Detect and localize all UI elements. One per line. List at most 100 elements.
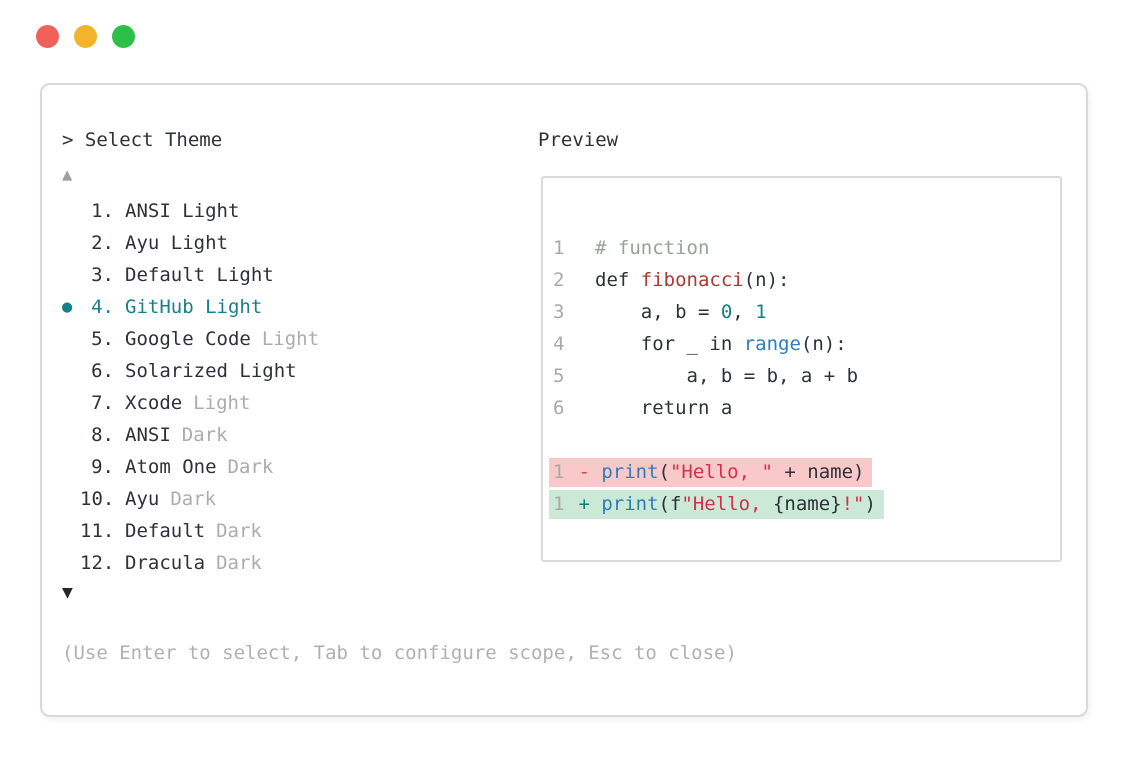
theme-number: 10. — [80, 488, 115, 510]
string-token: "Hello, — [681, 493, 773, 515]
builtin-call-token: print — [601, 493, 659, 515]
theme-name: Ayu Light — [125, 232, 228, 254]
zoom-button[interactable] — [112, 25, 135, 48]
theme-number: 3. — [91, 264, 114, 286]
theme-picker-dialog: > Select Theme Preview ▲ 1. ANSI Light 2… — [40, 83, 1088, 717]
comment-token: # function — [595, 237, 710, 259]
theme-item-github-light-selected[interactable]: ● 4. GitHub Light — [62, 291, 319, 323]
diff-plus-sign: + — [567, 493, 602, 515]
theme-name: Google Code — [125, 328, 251, 350]
line-number: 1 — [553, 493, 565, 515]
bullet-slot — [62, 387, 80, 419]
bullet-slot — [62, 227, 80, 259]
theme-item-ansi-light[interactable]: 1. ANSI Light — [62, 195, 319, 227]
blank-line — [553, 424, 884, 456]
theme-item-google-code-light[interactable]: 5. Google Code Light — [62, 323, 319, 355]
code-token: ) — [864, 493, 876, 515]
diff-added-highlight: 1 + print(f"Hello, {name}!") — [549, 490, 884, 519]
theme-name: Solarized Light — [125, 360, 297, 382]
theme-number: 11. — [80, 520, 115, 542]
code-token: a, b = b, a + b — [595, 365, 859, 387]
window-controls — [36, 25, 135, 48]
scroll-up-icon[interactable]: ▲ — [62, 165, 73, 185]
line-number: 6 — [553, 397, 565, 419]
code-token: {name} — [772, 493, 842, 515]
theme-number: 7. — [91, 392, 114, 414]
number-token: 1 — [755, 301, 767, 323]
code-token: a, b = — [595, 301, 721, 323]
preview-label: Preview — [538, 129, 619, 151]
scroll-down-icon[interactable]: ▼ — [62, 582, 73, 603]
code-token: (n): — [800, 333, 847, 355]
theme-name: Ayu — [125, 488, 160, 510]
theme-number: 2. — [91, 232, 114, 254]
theme-item-dracula-dark[interactable]: 12. Dracula Dark — [62, 547, 319, 579]
theme-item-default-dark[interactable]: 11. Default Dark — [62, 515, 319, 547]
theme-variant: Dark — [216, 520, 262, 542]
theme-variant: Light — [193, 392, 251, 414]
theme-variant: Dark — [170, 488, 217, 510]
minimize-button[interactable] — [74, 25, 97, 48]
theme-name: Default — [125, 520, 206, 542]
bullet-slot — [62, 451, 80, 483]
theme-name: Dracula — [125, 552, 206, 574]
close-button[interactable] — [36, 25, 59, 48]
bullet-slot — [62, 547, 80, 579]
theme-item-atom-one-dark[interactable]: 9. Atom One Dark — [62, 451, 319, 483]
line-number: 4 — [553, 333, 565, 355]
code-token: for _ in — [595, 333, 744, 355]
theme-number: 12. — [80, 552, 115, 574]
theme-item-ayu-dark[interactable]: 10. Ayu Dark — [62, 483, 319, 515]
line-number: 1 — [553, 237, 565, 259]
theme-number: 5. — [91, 328, 114, 350]
selected-bullet-icon: ● — [62, 297, 73, 317]
theme-name: ANSI Light — [125, 200, 240, 222]
code-token: ( — [658, 461, 670, 483]
theme-number: 6. — [91, 360, 114, 382]
theme-variant: Dark — [227, 456, 274, 478]
function-name-token: fibonacci — [640, 269, 744, 291]
code-line-6: 6 return a — [553, 392, 884, 424]
theme-variant: Dark — [181, 424, 228, 446]
diff-removed-highlight: 1 - print("Hello, " + name) — [549, 458, 873, 487]
bullet-slot — [62, 355, 80, 387]
code-token: , — [732, 301, 756, 323]
bullet-slot — [62, 323, 80, 355]
theme-name: Default Light — [125, 264, 274, 286]
diff-added-line: 1 + print(f"Hello, {name}!") — [549, 488, 884, 520]
theme-list: 1. ANSI Light 2. Ayu Light 3. Default Li… — [62, 195, 319, 579]
bullet-slot — [62, 195, 80, 227]
code-token: def — [595, 269, 641, 291]
theme-item-xcode-light[interactable]: 7. Xcode Light — [62, 387, 319, 419]
code-token: (n): — [743, 269, 790, 291]
bullet-slot — [62, 483, 80, 515]
code-line-5: 5 a, b = b, a + b — [553, 360, 884, 392]
theme-name: GitHub Light — [125, 296, 263, 318]
diff-removed-line: 1 - print("Hello, " + name) — [549, 456, 884, 488]
theme-number: 9. — [91, 456, 114, 478]
bullet-slot — [62, 259, 80, 291]
code-token: (f — [658, 493, 682, 515]
code-token: + name) — [772, 461, 865, 483]
theme-name: Atom One — [125, 456, 217, 478]
diff-minus-sign: - — [567, 461, 602, 483]
code-line-1: 1 # function — [553, 232, 884, 264]
theme-item-solarized-light[interactable]: 6. Solarized Light — [62, 355, 319, 387]
theme-number: 1. — [91, 200, 114, 222]
builtin-call-token: range — [743, 333, 801, 355]
theme-name: Xcode — [125, 392, 183, 414]
keyboard-hint: (Use Enter to select, Tab to configure s… — [62, 642, 737, 664]
theme-item-ansi-dark[interactable]: 8. ANSI Dark — [62, 419, 319, 451]
theme-name: ANSI — [125, 424, 171, 446]
theme-item-default-light[interactable]: 3. Default Light — [62, 259, 319, 291]
builtin-call-token: print — [601, 461, 659, 483]
theme-item-ayu-light[interactable]: 2. Ayu Light — [62, 227, 319, 259]
theme-variant: Light — [261, 328, 320, 350]
picker-prompt: > Select Theme — [62, 129, 223, 151]
code-token: return a — [595, 397, 733, 419]
theme-number: 4. — [91, 296, 114, 318]
string-token: "Hello, " — [669, 461, 773, 483]
